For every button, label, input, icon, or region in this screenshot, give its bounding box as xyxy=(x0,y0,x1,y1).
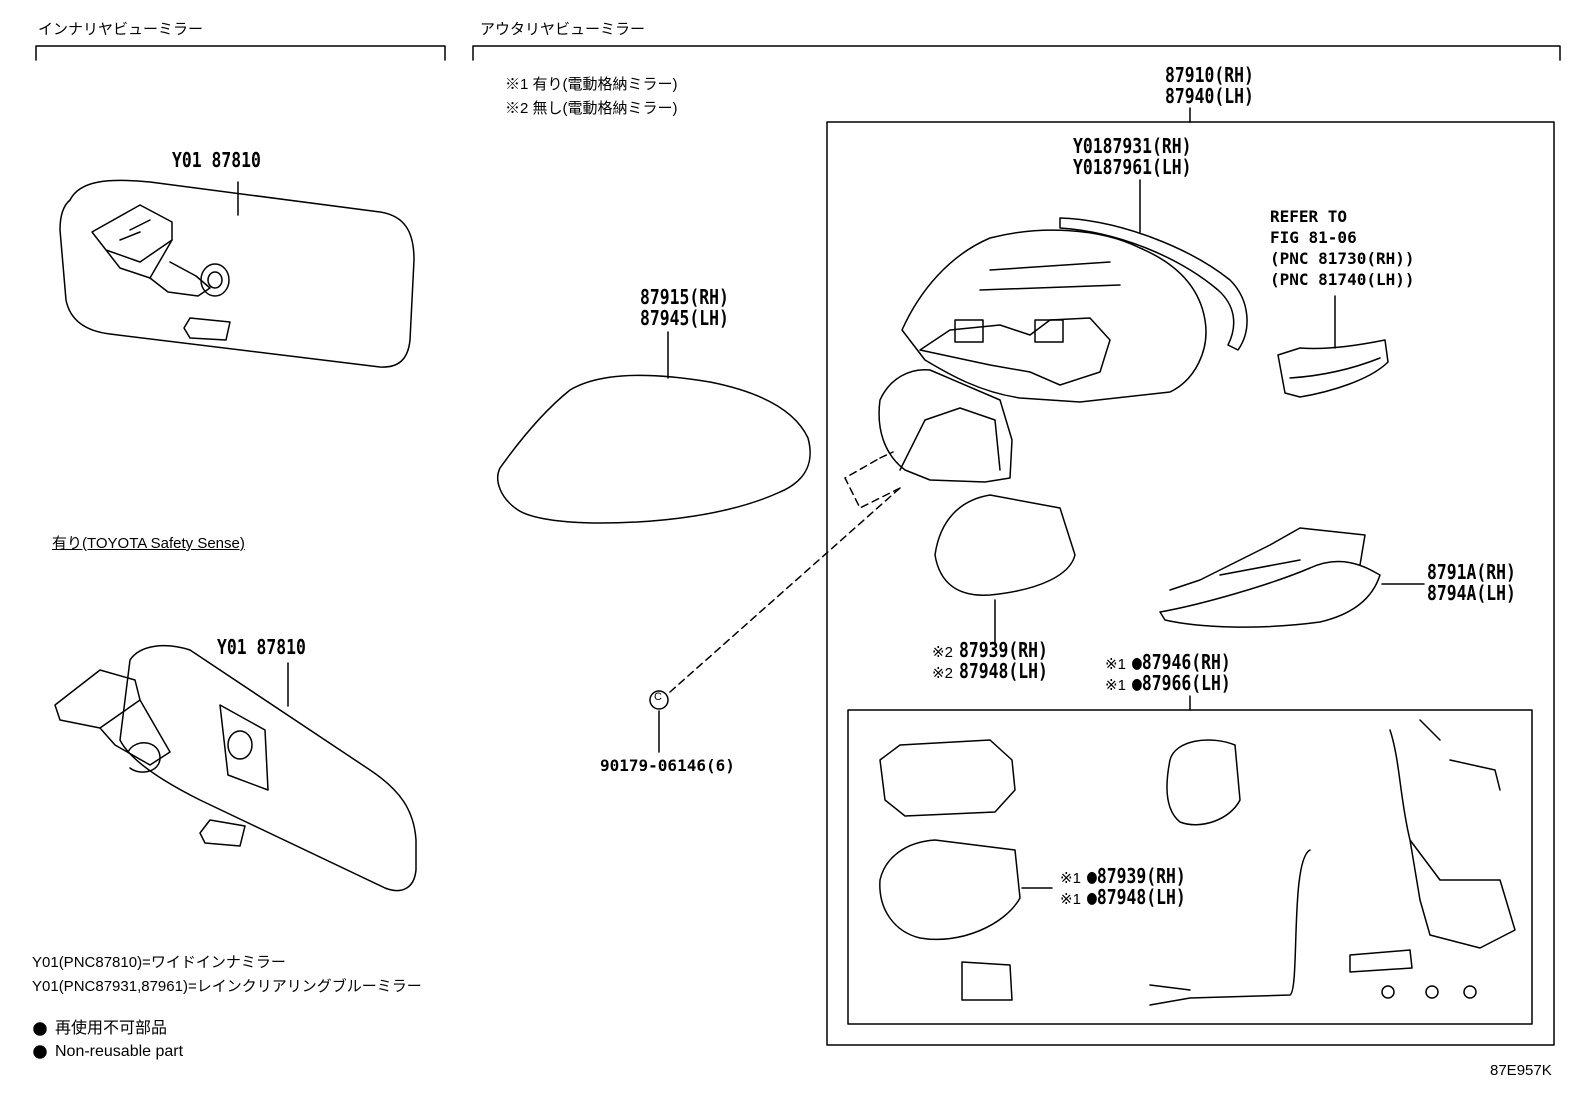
figure-id: 87E957K xyxy=(1490,1062,1552,1079)
tss-caption: 有り(TOYOTA Safety Sense) xyxy=(52,535,245,552)
footnote-wide-mirror: Y01(PNC87810)=ワイドインナミラー xyxy=(32,954,286,971)
retractor-kit-drawing xyxy=(879,719,1516,1006)
note-folding-no: ※2 無し(電動格納ミラー) xyxy=(505,100,678,117)
clip-letter: C xyxy=(654,691,662,703)
inner-mirror-bracket xyxy=(35,45,446,61)
inner-mirror-lower-part-number: Y01 87810 xyxy=(217,635,306,659)
retractor-kit-lh-mark: ※1 xyxy=(1105,677,1126,694)
note-folding-yes: ※1 有り(電動格納ミラー) xyxy=(505,76,678,93)
base-cover-fold-lh-mark: ※1 xyxy=(1060,891,1081,908)
base-cover-lh: 87948(LH) xyxy=(958,659,1048,683)
outer-mirror-bracket xyxy=(472,45,1561,61)
mirror-cover-lh: 87945(LH) xyxy=(640,306,729,330)
legend-bullet-jp xyxy=(33,1022,47,1036)
inner-mirror-upper-drawing xyxy=(59,179,415,368)
legend-non-reusable-en: Non-reusable part xyxy=(55,1043,184,1060)
outer-assy-lh: 87940(LH) xyxy=(1165,84,1254,108)
base-cover-rh-row: ※2 87939(RH) xyxy=(932,640,1067,660)
base-cover-rh: 87939(RH) xyxy=(958,638,1048,662)
outer-mirror-section-title: アウタリヤビューミラー xyxy=(480,21,646,38)
clip-drawing xyxy=(649,690,669,710)
base-cover-drawing xyxy=(934,494,1076,596)
base-cover-fold-rh-row: ※1 ●87939(RH) xyxy=(1060,866,1207,886)
refer-line4: (PNC 81740(LH)) xyxy=(1270,270,1415,289)
retractor-kit-lh: ●87966(LH) xyxy=(1131,671,1231,695)
clip-part-number: 90179-06146(6) xyxy=(600,756,735,775)
base-cover-rh-mark: ※2 xyxy=(932,644,953,661)
base-cover-fold-lh-row: ※1 ●87948(LH) xyxy=(1060,887,1207,907)
mirror-glass-lh: Y0187961(LH) xyxy=(1073,155,1192,179)
inner-mirror-section-title: インナリヤビューミラー xyxy=(38,21,204,38)
mirror-body-drawing xyxy=(878,217,1248,483)
under-lamp-rh: 8791A(RH) xyxy=(1427,560,1516,584)
base-cover-fold-rh: ●87939(RH) xyxy=(1086,864,1186,888)
refer-line1: REFER TO xyxy=(1270,207,1348,226)
legend-non-reusable-jp: 再使用不可部品 xyxy=(55,1020,168,1037)
refer-line2: FIG 81-06 xyxy=(1270,228,1357,247)
mirror-glass-rh: Y0187931(RH) xyxy=(1073,134,1192,158)
retractor-kit-rh-mark: ※1 xyxy=(1105,656,1126,673)
mirror-cover-drawing xyxy=(497,374,811,524)
base-cover-fold-lh: ●87948(LH) xyxy=(1086,885,1186,909)
footnote-rain-clearing: Y01(PNC87931,87961)=レインクリアリングブルーミラー xyxy=(32,978,422,995)
legend-bullet-en xyxy=(33,1045,47,1059)
refer-line3: (PNC 81730(RH)) xyxy=(1270,249,1415,268)
mirror-cover-rh: 87915(RH) xyxy=(640,285,729,309)
side-turn-lamp-drawing xyxy=(1277,339,1389,398)
retractor-kit-rh-row: ※1 ●87946(RH) xyxy=(1105,652,1252,672)
under-lamp-lh: 8794A(LH) xyxy=(1427,581,1516,605)
base-cover-lh-mark: ※2 xyxy=(932,665,953,682)
retractor-kit-lh-row: ※1 ●87966(LH) xyxy=(1105,673,1252,693)
inner-mirror-upper-part-number: Y01 87810 xyxy=(172,148,261,172)
inner-mirror-lower-drawing xyxy=(54,644,417,892)
outer-assy-rh: 87910(RH) xyxy=(1165,63,1254,87)
base-cover-fold-rh-mark: ※1 xyxy=(1060,870,1081,887)
retractor-kit-rh: ●87946(RH) xyxy=(1131,650,1231,674)
base-cover-lh-row: ※2 87948(LH) xyxy=(932,661,1067,681)
under-lamp-drawing xyxy=(1159,527,1381,628)
clip-dashed-line xyxy=(669,451,901,693)
